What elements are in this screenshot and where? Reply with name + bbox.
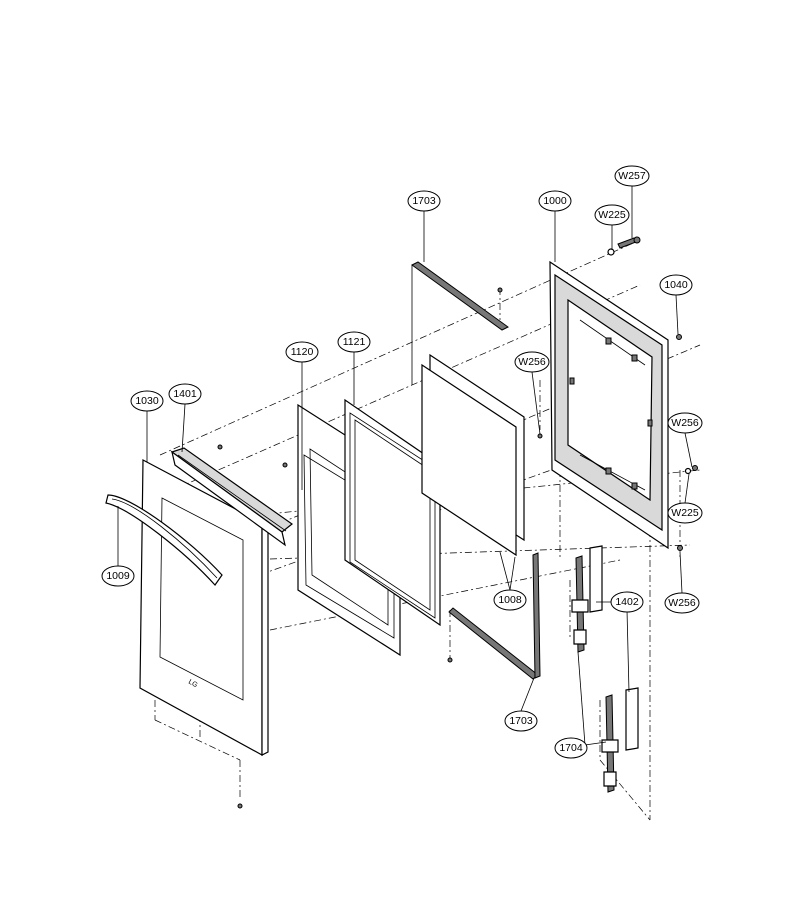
callout-w256-mid: W256 <box>514 351 550 373</box>
svg-text:1040: 1040 <box>664 279 688 291</box>
callout-w256-low: W256 <box>664 592 700 614</box>
callout-1040: 1040 <box>659 274 693 296</box>
seal-strip-1703-bottom <box>448 552 541 680</box>
callout-1703-top: 1703 <box>407 190 441 212</box>
svg-text:W256: W256 <box>668 597 696 609</box>
callout-1000: 1000 <box>538 190 572 212</box>
svg-text:1009: 1009 <box>106 570 130 582</box>
callout-1401: 1401 <box>168 383 202 405</box>
callout-1009: 1009 <box>101 565 135 587</box>
inner-door-1000 <box>549 260 669 550</box>
callout-1704: 1704 <box>554 737 588 759</box>
svg-text:W225: W225 <box>598 209 626 221</box>
svg-text:W225: W225 <box>671 507 699 519</box>
leader-lines <box>117 186 693 746</box>
svg-text:1703: 1703 <box>412 195 436 207</box>
callout-w225-top: W225 <box>594 204 630 226</box>
svg-text:1008: 1008 <box>498 594 522 606</box>
svg-text:W257: W257 <box>618 170 646 182</box>
svg-text:W256: W256 <box>518 356 546 368</box>
callout-1120: 1120 <box>285 341 319 363</box>
small-screws-left <box>217 287 543 809</box>
svg-text:1704: 1704 <box>559 742 583 754</box>
fasteners-right <box>677 465 698 551</box>
top-trim-1401 <box>170 447 293 547</box>
svg-text:W256: W256 <box>671 417 699 429</box>
inner-frame-1121 <box>344 398 441 627</box>
callout-1008: 1008 <box>493 589 527 611</box>
callout-w257: W257 <box>614 165 650 187</box>
svg-text:1120: 1120 <box>291 346 314 358</box>
svg-text:1703: 1703 <box>509 715 533 727</box>
svg-text:1030: 1030 <box>135 395 159 407</box>
callout-1402: 1402 <box>610 591 644 613</box>
callout-1121: 1121 <box>337 331 371 353</box>
svg-text:1000: 1000 <box>543 195 567 207</box>
door-handle-1009 <box>105 494 223 586</box>
glass-panels-1008 <box>421 353 525 557</box>
svg-text:1121: 1121 <box>343 336 366 348</box>
callout-w256-right: W256 <box>667 412 703 434</box>
washer-w225-top <box>607 248 615 256</box>
callout-1030: 1030 <box>130 390 164 412</box>
callout-1703-bottom: 1703 <box>504 710 538 732</box>
screw-w257 <box>617 236 641 249</box>
hinge-1704-upper <box>571 555 589 653</box>
nut-1040 <box>676 334 682 340</box>
hinge-1704-lower <box>601 694 619 793</box>
svg-text:1402: 1402 <box>615 596 639 608</box>
door-logo: LG <box>187 679 199 690</box>
callout-w225-right: W225 <box>667 502 703 524</box>
hinge-cover-1402-upper <box>589 545 603 613</box>
hinge-cover-1402-lower <box>625 687 639 751</box>
svg-text:1401: 1401 <box>173 388 197 400</box>
seal-strip-1703-top <box>411 261 509 385</box>
